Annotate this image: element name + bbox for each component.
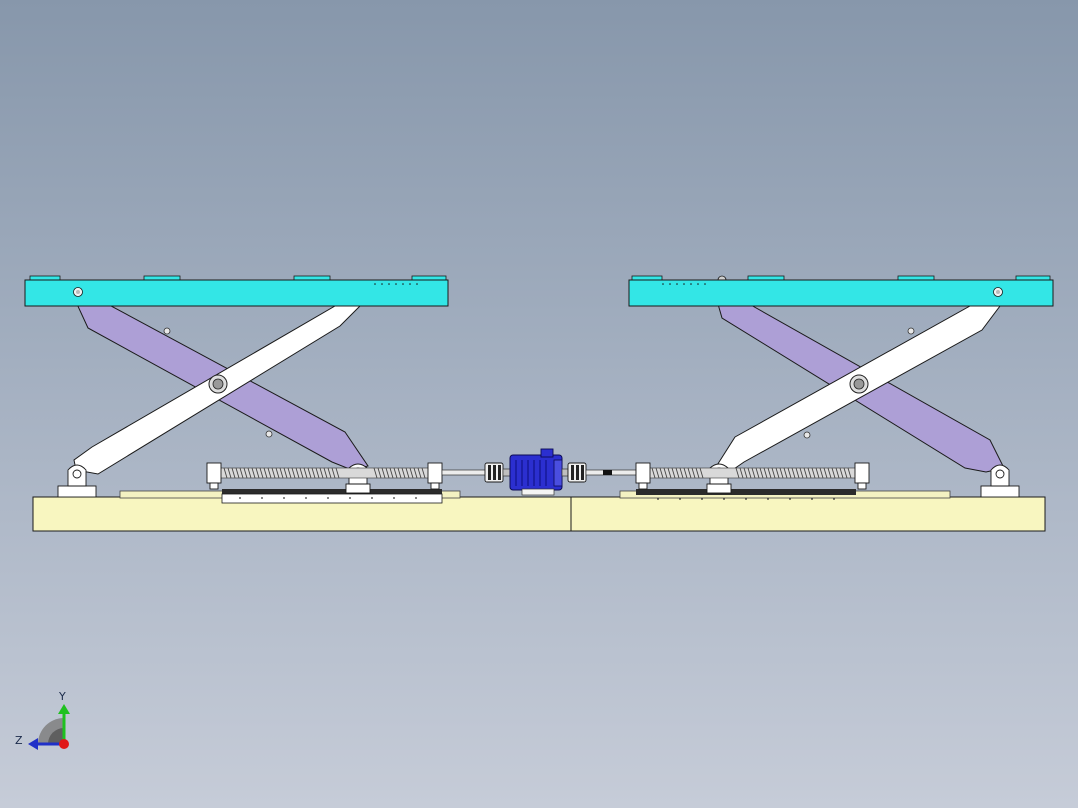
z-axis-label: Z xyxy=(15,734,23,747)
table-top-left[interactable] xyxy=(24,275,449,307)
guide-rail-right xyxy=(636,489,856,500)
hinge-bracket-right xyxy=(980,464,1020,498)
lead-screw-left xyxy=(219,467,435,479)
axis-triad-icon: Y Z xyxy=(15,690,70,750)
scissor-lift-left[interactable] xyxy=(24,275,449,498)
base-plate[interactable] xyxy=(32,490,1046,532)
lead-screw-right xyxy=(646,467,858,479)
guide-rail-left xyxy=(221,489,443,504)
bearing-support-left-inner xyxy=(427,462,443,490)
y-axis-label: Y xyxy=(58,690,66,703)
electric-motor[interactable] xyxy=(502,448,563,496)
coupling-right xyxy=(561,462,587,483)
bearing-support-right-outer xyxy=(854,462,870,490)
bearing-support-right-inner xyxy=(635,462,651,490)
drive-shaft-left xyxy=(441,469,487,476)
coupling-left xyxy=(484,462,504,483)
drive-shaft-right xyxy=(585,469,637,476)
bearing-support-left-outer xyxy=(206,462,222,490)
scissor-lift-right[interactable] xyxy=(628,275,1054,498)
table-top-right[interactable] xyxy=(628,275,1054,307)
hinge-bracket-left xyxy=(57,464,97,498)
